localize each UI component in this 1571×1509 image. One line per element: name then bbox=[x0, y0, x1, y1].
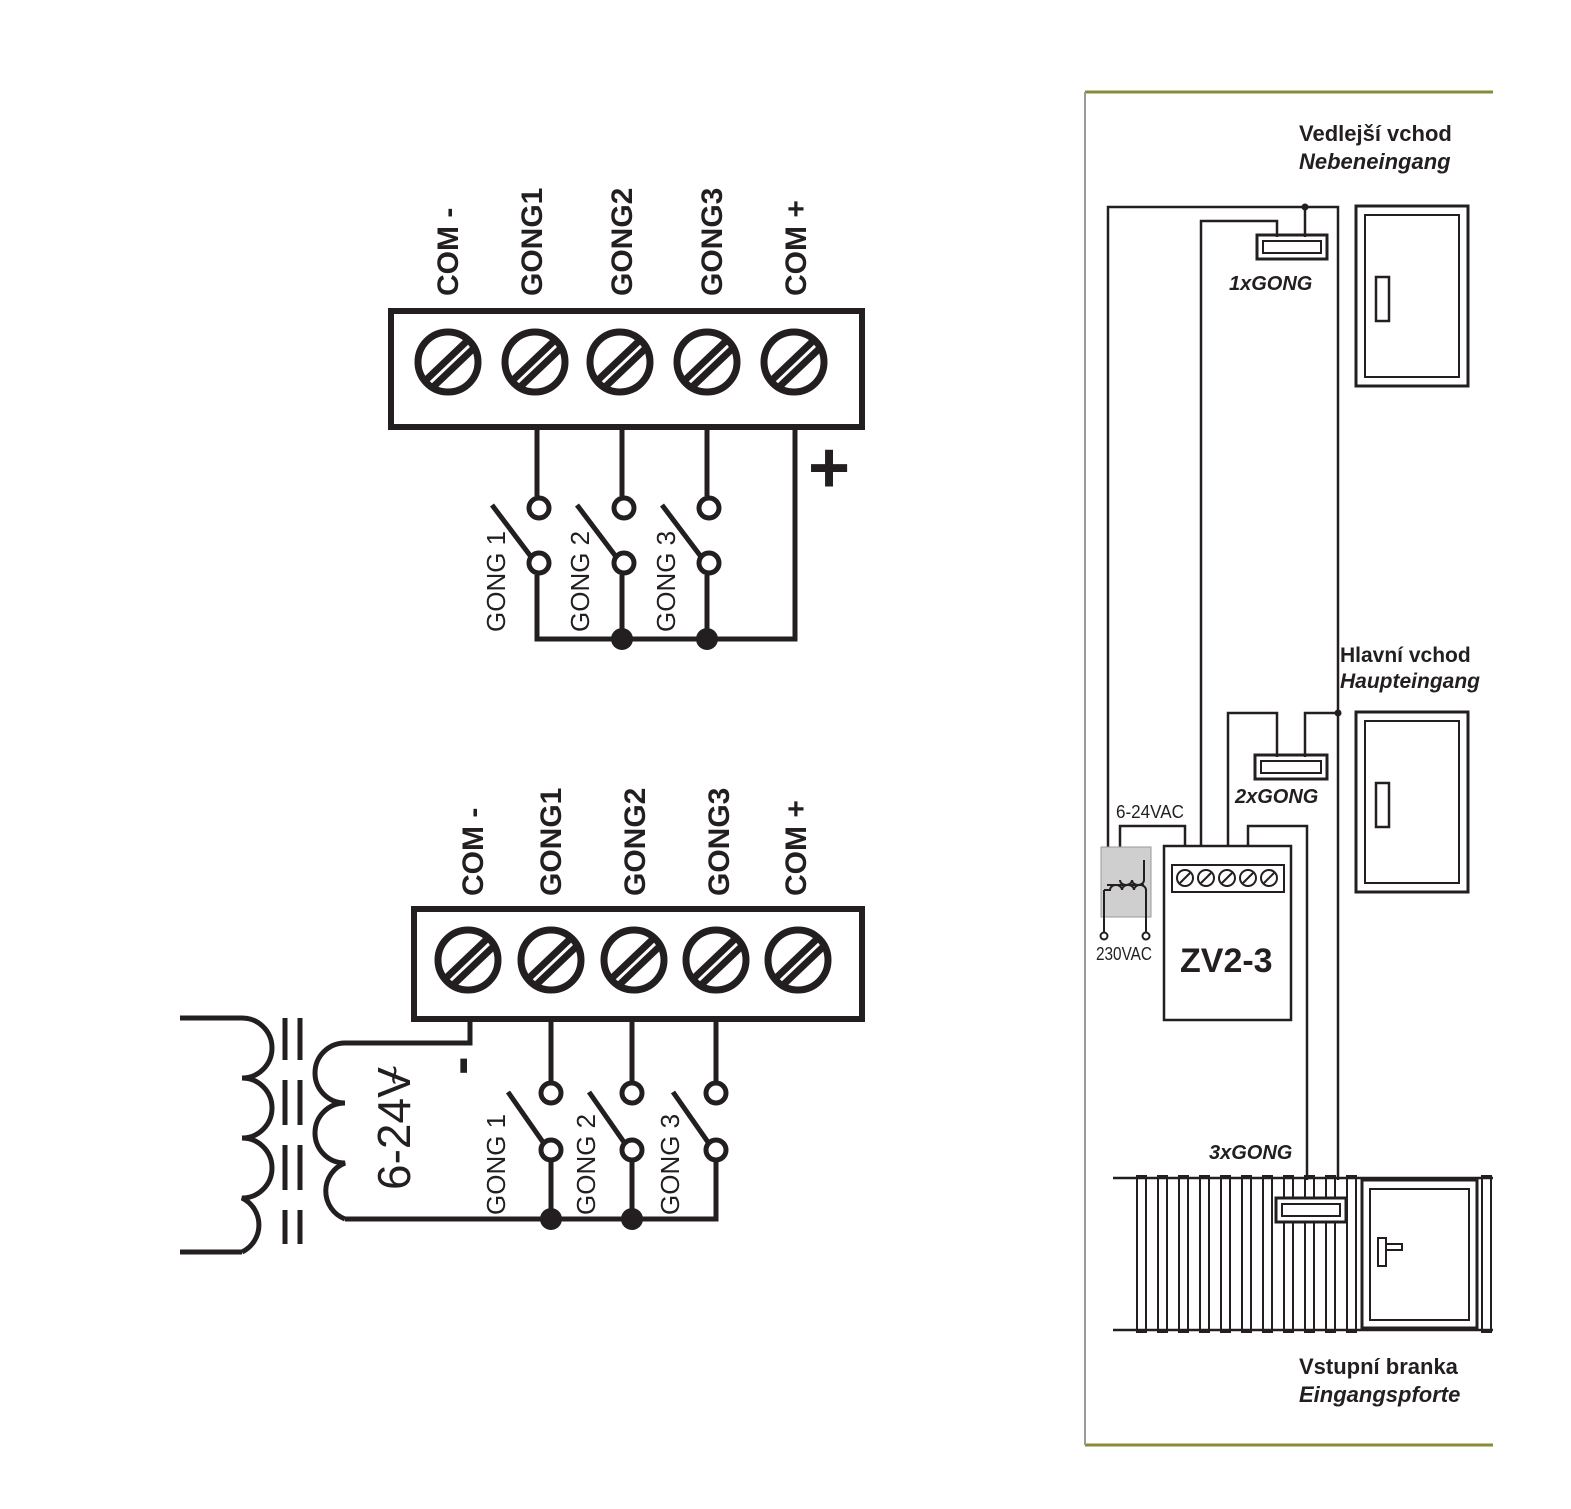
screw-icon bbox=[760, 328, 828, 396]
gate-de: Eingangspforte bbox=[1299, 1382, 1460, 1407]
bottom-terminal-labels: COM - GONG1 GONG2 GONG3 COM + bbox=[457, 788, 813, 896]
bottom-terminal-block bbox=[411, 906, 865, 1022]
gong2-label: 2xGONG bbox=[1234, 786, 1318, 808]
top-switch-label-1: GONG 1 bbox=[481, 531, 511, 632]
screw-icon bbox=[517, 926, 585, 994]
main-door-icon bbox=[1354, 710, 1470, 894]
screw-icon bbox=[673, 328, 741, 396]
junction-dot bbox=[540, 1208, 562, 1230]
side-entrance-de: Nebeneingang bbox=[1299, 149, 1451, 174]
plus-sign: + bbox=[808, 428, 850, 508]
top-screws bbox=[414, 328, 828, 396]
top-label-gong1: GONG1 bbox=[516, 188, 549, 296]
main-entrance-cz: Hlavní vchod bbox=[1340, 644, 1471, 667]
top-switches bbox=[490, 495, 722, 576]
bottom-switch-label-1: GONG 1 bbox=[481, 1114, 511, 1215]
device-zv2-3 bbox=[1162, 844, 1293, 1022]
switch-icon bbox=[670, 1080, 729, 1163]
bottom-label-gong2: GONG2 bbox=[619, 788, 652, 896]
bottom-terminal-diagram: COM - GONG1 GONG2 GONG3 COM + bbox=[180, 788, 865, 1255]
top-terminal-diagram: COM - GONG1 GONG2 GONG3 COM + bbox=[388, 188, 865, 650]
bottom-label-com-plus: COM + bbox=[780, 800, 813, 896]
switch-icon bbox=[586, 1080, 645, 1163]
installation-wiring bbox=[1106, 205, 1340, 1180]
screw-icon bbox=[501, 328, 569, 396]
bottom-switch-label-2: GONG 2 bbox=[571, 1114, 601, 1215]
top-label-com-plus: COM + bbox=[780, 200, 813, 296]
main-entrance-de: Haupteingang bbox=[1340, 670, 1480, 693]
switch-icon bbox=[660, 495, 722, 576]
screw-icon bbox=[764, 926, 832, 994]
screw-icon bbox=[434, 926, 502, 994]
switch-icon bbox=[505, 1080, 564, 1163]
side-entrance-cz: Vedlejší vchod bbox=[1299, 121, 1452, 146]
gate-fence-icon bbox=[1113, 1175, 1493, 1333]
top-terminal-block bbox=[388, 308, 865, 430]
ac-symbol: ~ bbox=[376, 1065, 414, 1085]
gong1-label: 1xGONG bbox=[1229, 273, 1312, 295]
junction-dot bbox=[621, 1208, 643, 1230]
bottom-label-com-minus: COM - bbox=[457, 808, 490, 896]
gong3-label: 3xGONG bbox=[1209, 1142, 1292, 1164]
top-label-gong2: GONG2 bbox=[606, 188, 639, 296]
screw-icon bbox=[414, 328, 482, 396]
supply-low-label: 6-24VAC bbox=[1116, 802, 1184, 822]
transformer-icon bbox=[180, 1015, 347, 1255]
voltage-label: 6-24V bbox=[368, 1067, 420, 1190]
junction-dot bbox=[611, 628, 633, 650]
minus-sign: - bbox=[427, 1056, 490, 1075]
device-label: ZV2-3 bbox=[1180, 942, 1273, 980]
installation-panel: Vedlejší vchod Nebeneingang Hlavní vchod… bbox=[1084, 90, 1493, 1447]
switch-icon bbox=[575, 495, 637, 576]
top-label-gong3: GONG3 bbox=[696, 188, 729, 296]
screw-icon bbox=[586, 328, 654, 396]
gate-cz: Vstupní branka bbox=[1299, 1354, 1459, 1379]
bottom-switches bbox=[505, 1080, 729, 1163]
bottom-label-gong3: GONG3 bbox=[703, 788, 736, 896]
junction-dot bbox=[696, 628, 718, 650]
screw-icon bbox=[600, 926, 668, 994]
mini-transformer-icon bbox=[1099, 860, 1151, 941]
gong2-icon bbox=[1253, 753, 1329, 781]
top-terminal-labels: COM - GONG1 GONG2 GONG3 COM + bbox=[432, 188, 813, 296]
bottom-screws bbox=[434, 926, 832, 994]
bottom-label-gong1: GONG1 bbox=[535, 788, 568, 896]
gong1-icon bbox=[1255, 233, 1329, 261]
top-switch-label-2: GONG 2 bbox=[565, 531, 595, 632]
gong3-icon bbox=[1274, 1196, 1348, 1224]
top-switch-label-3: GONG 3 bbox=[651, 531, 681, 632]
top-label-com-minus: COM - bbox=[432, 208, 465, 296]
side-door-icon bbox=[1354, 204, 1470, 388]
bottom-switch-label-3: GONG 3 bbox=[655, 1114, 685, 1215]
supply-mains-label: 230VAC bbox=[1096, 944, 1152, 964]
screw-icon bbox=[682, 926, 750, 994]
switch-icon bbox=[490, 495, 552, 576]
